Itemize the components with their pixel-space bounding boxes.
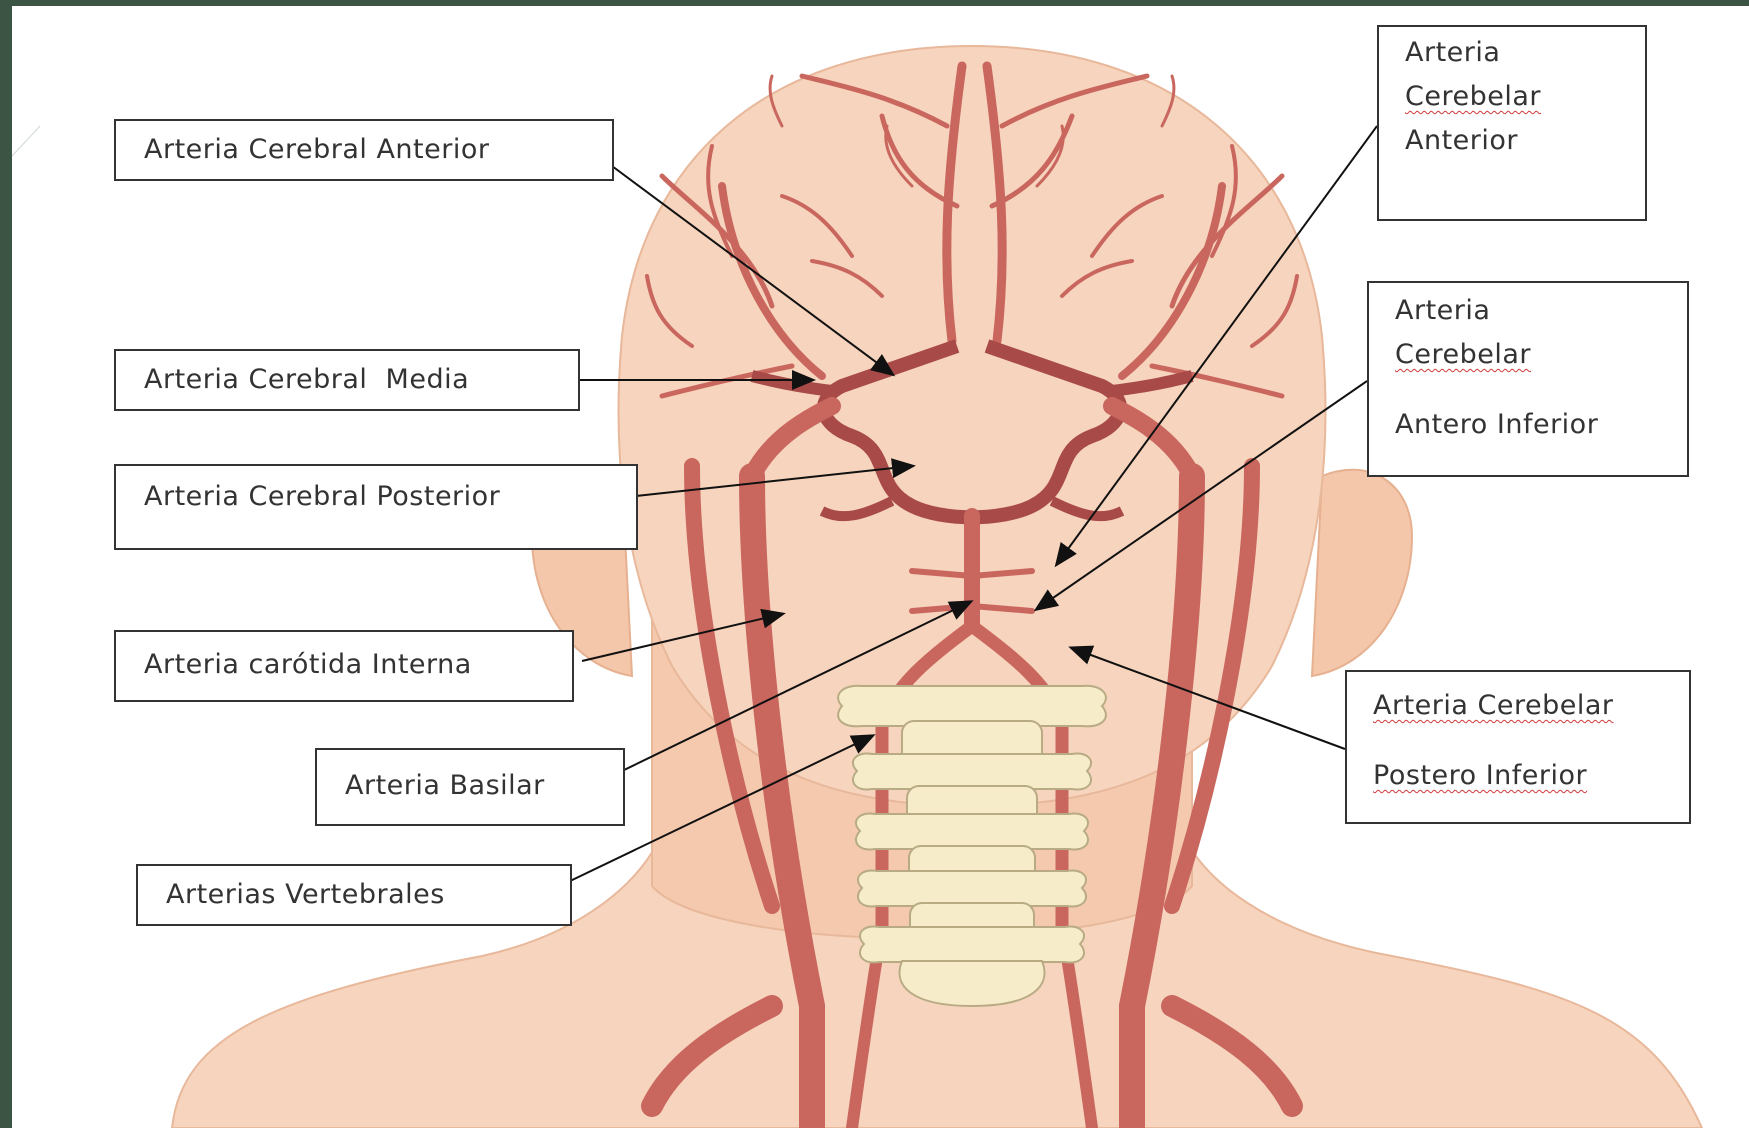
label-cerebral-media: Arteria Cerebral Media xyxy=(114,349,580,411)
label-cerebelar-anterior-line2: Cerebelar xyxy=(1405,81,1541,112)
label-cerebral-posterior: Arteria Cerebral Posterior xyxy=(114,464,638,550)
label-cerebral-media-text: Arteria Cerebral Media xyxy=(144,364,469,395)
label-cerebelar-antero-inferior: Arteria Cerebelar Antero Inferior xyxy=(1367,281,1689,477)
label-cerebelar-anterior: Arteria Cerebelar Anterior xyxy=(1377,25,1647,221)
slide: Arteria Cerebral Anterior Arteria Cerebr… xyxy=(12,6,1749,1128)
label-vertebrales-text: Arterias Vertebrales xyxy=(166,879,445,910)
label-cerebral-anterior-text: Arteria Cerebral Anterior xyxy=(144,134,489,165)
label-cerebelar-antero-inferior-line1: Arteria xyxy=(1395,295,1490,326)
label-cerebelar-anterior-line3: Anterior xyxy=(1405,125,1518,156)
label-cerebelar-antero-inferior-line2: Cerebelar xyxy=(1395,339,1531,370)
label-cerebelar-postero-inferior-line2: Postero Inferior xyxy=(1373,760,1587,791)
label-carotida-interna-text: Arteria carótida Interna xyxy=(144,649,472,680)
label-cerebelar-anterior-line1: Arteria xyxy=(1405,37,1500,68)
label-cerebelar-postero-inferior: Arteria Cerebelar Postero Inferior xyxy=(1345,670,1691,824)
label-cerebral-posterior-text: Arteria Cerebral Posterior xyxy=(144,481,500,512)
label-carotida-interna: Arteria carótida Interna xyxy=(114,630,574,702)
label-basilar: Arteria Basilar xyxy=(315,748,625,826)
label-cerebral-anterior: Arteria Cerebral Anterior xyxy=(114,119,614,181)
label-basilar-text: Arteria Basilar xyxy=(345,770,545,801)
label-cerebelar-antero-inferior-line3: Antero Inferior xyxy=(1395,409,1598,440)
label-cerebelar-postero-inferior-line1: Arteria Cerebelar xyxy=(1373,690,1613,721)
right-ear xyxy=(1312,470,1412,676)
label-vertebrales: Arterias Vertebrales xyxy=(136,864,572,926)
